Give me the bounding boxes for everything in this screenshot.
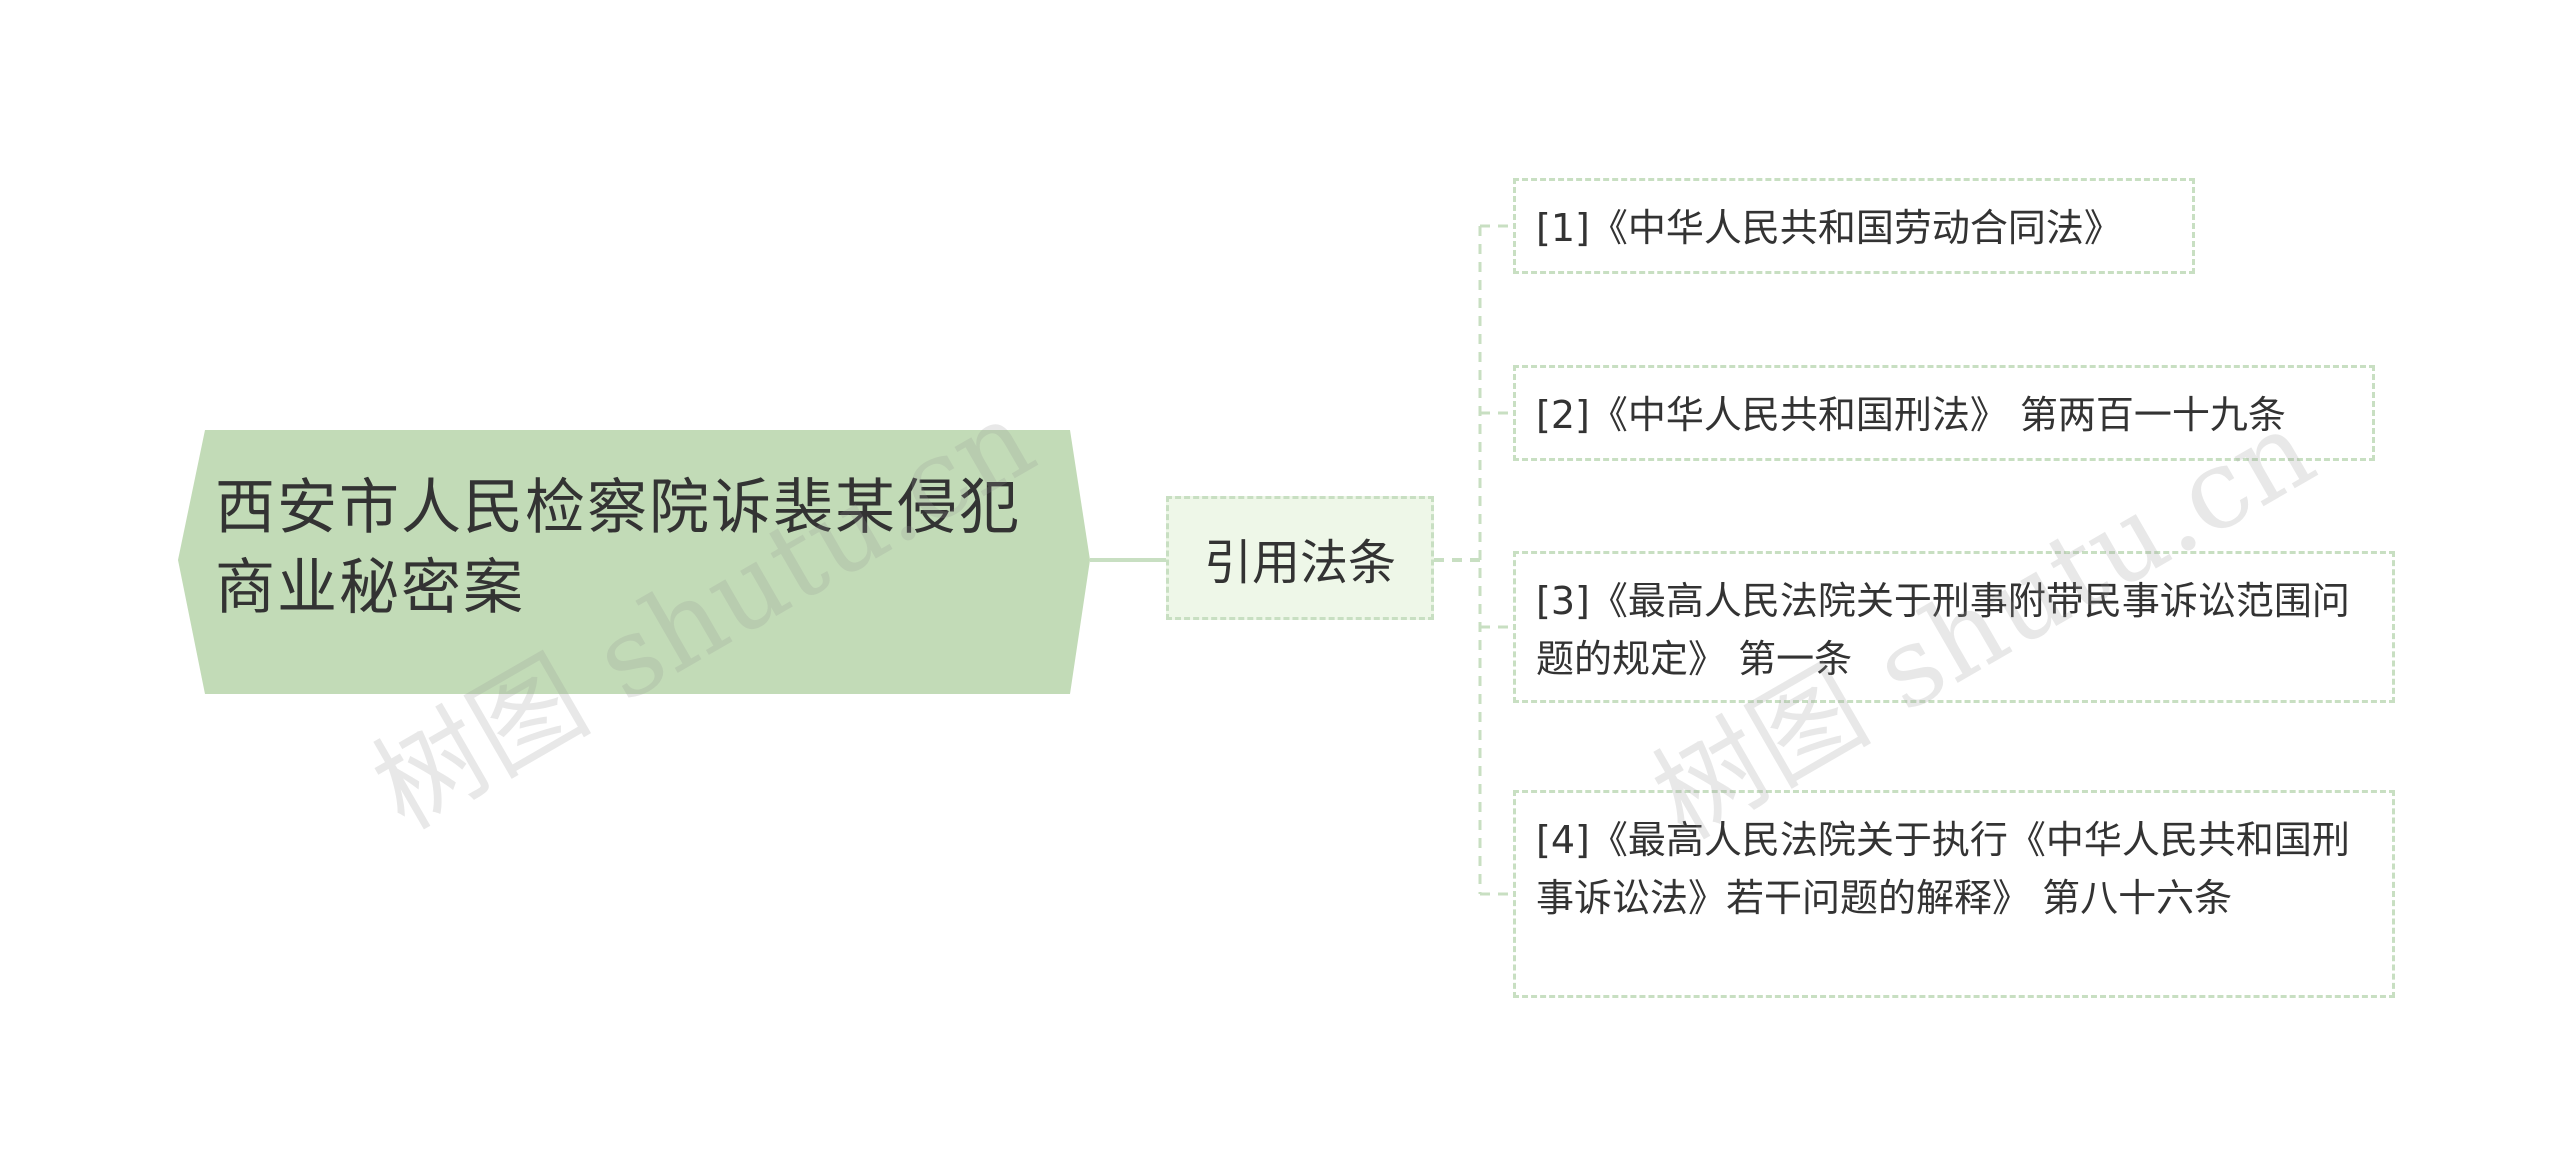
leaf-node-3[interactable]: [3]《最高人民法院关于刑事附带民事诉讼范围问题的规定》 第一条	[1513, 551, 2395, 703]
leaf-node-4-label: [4]《最高人民法院关于执行《中华人民共和国刑事诉讼法》若干问题的解释》 第八十…	[1536, 818, 2350, 920]
leaf-node-2-label: [2]《中华人民共和国刑法》 第两百一十九条	[1536, 393, 2286, 437]
branch-node-label: 引用法条	[1203, 535, 1396, 591]
leaf-node-4[interactable]: [4]《最高人民法院关于执行《中华人民共和国刑事诉讼法》若干问题的解释》 第八十…	[1513, 790, 2395, 998]
leaf-node-3-label: [3]《最高人民法院关于刑事附带民事诉讼范围问题的规定》 第一条	[1536, 579, 2350, 681]
leaf-node-1-label: [1]《中华人民共和国劳动合同法》	[1536, 206, 2122, 250]
branch-node[interactable]: 引用法条	[1166, 496, 1434, 620]
root-node-shape[interactable]	[178, 430, 1090, 694]
leaf-node-2[interactable]: [2]《中华人民共和国刑法》 第两百一十九条	[1513, 365, 2375, 461]
leaf-node-1[interactable]: [1]《中华人民共和国劳动合同法》	[1513, 178, 2195, 274]
root-node-title: 西安市人民检察院诉裴某侵犯商业秘密案	[215, 473, 1021, 623]
